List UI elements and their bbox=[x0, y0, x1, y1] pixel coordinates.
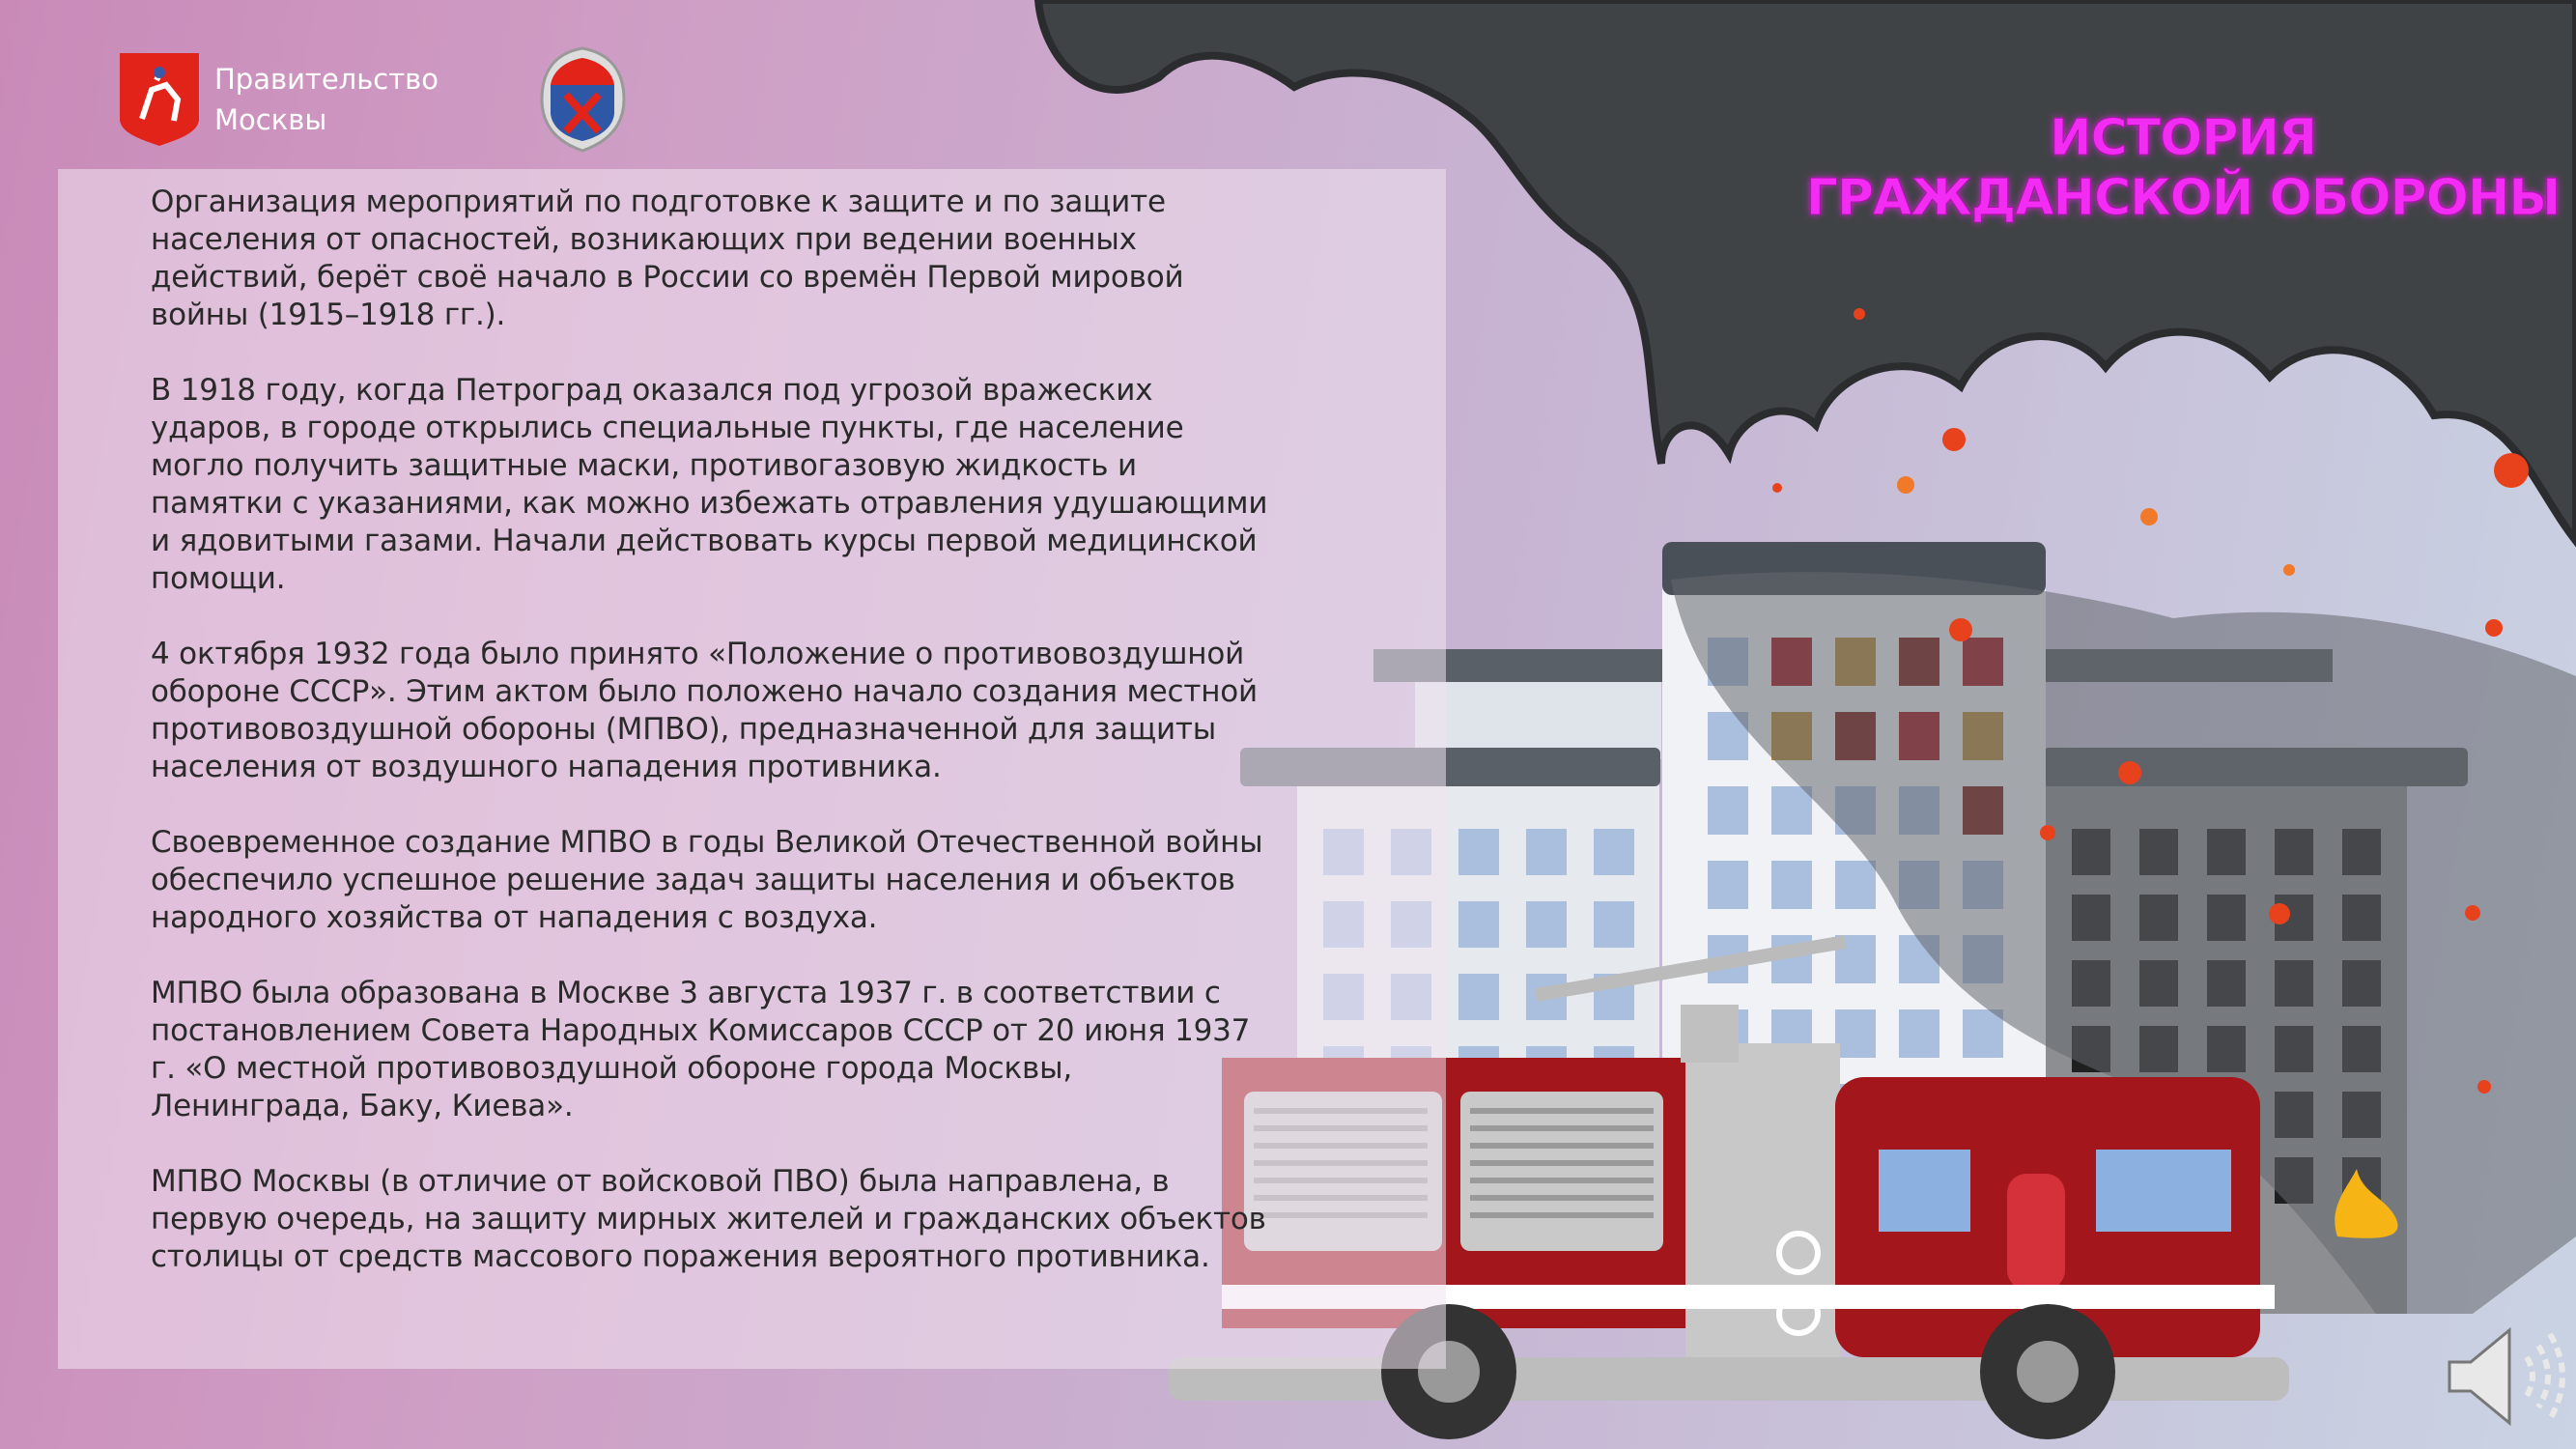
window bbox=[1708, 861, 1748, 909]
window bbox=[1899, 1009, 1939, 1058]
window bbox=[1835, 1009, 1876, 1058]
window bbox=[1526, 901, 1567, 948]
paragraph: В 1918 году, когда Петроград оказался по… bbox=[151, 373, 1268, 596]
speaker-icon bbox=[2448, 1326, 2565, 1427]
flame-icon bbox=[2335, 1169, 2398, 1238]
paragraph: МПВО Москвы (в отличие от войсковой ПВО)… bbox=[151, 1164, 1266, 1274]
smoke-cloud bbox=[1033, 0, 2576, 548]
window bbox=[1771, 786, 1812, 835]
text-panel bbox=[58, 169, 1446, 1369]
moscow-coat-of-arms-icon bbox=[120, 53, 199, 146]
paragraph: МПВО была образована в Москве 3 августа … bbox=[151, 976, 1251, 1123]
page-title: ИСТОРИЯ ГРАЖДАНСКОЙ ОБОРОНЫ bbox=[1805, 109, 2561, 228]
window bbox=[1458, 974, 1499, 1020]
window bbox=[1458, 901, 1499, 948]
audio-button[interactable] bbox=[2442, 1319, 2567, 1435]
window bbox=[1963, 1009, 2003, 1058]
paragraph: 4 октября 1932 года было принято «Положе… bbox=[151, 637, 1258, 784]
window bbox=[1708, 786, 1748, 835]
window bbox=[1771, 861, 1812, 909]
organization-name: Правительство Москвы bbox=[214, 63, 439, 136]
window bbox=[1594, 829, 1634, 875]
civil-defense-emblem-icon bbox=[540, 46, 626, 153]
paragraph: Организация мероприятий по подготовке к … bbox=[151, 185, 1184, 332]
header-logo-group: Правительство Москвы bbox=[118, 46, 629, 153]
paragraph: Своевременное создание МПВО в годы Велик… bbox=[151, 825, 1263, 935]
window bbox=[1526, 829, 1567, 875]
window bbox=[1594, 901, 1634, 948]
window bbox=[1458, 829, 1499, 875]
window bbox=[1835, 861, 1876, 909]
history-text: Организация мероприятий по подготовке к … bbox=[151, 184, 1271, 1314]
